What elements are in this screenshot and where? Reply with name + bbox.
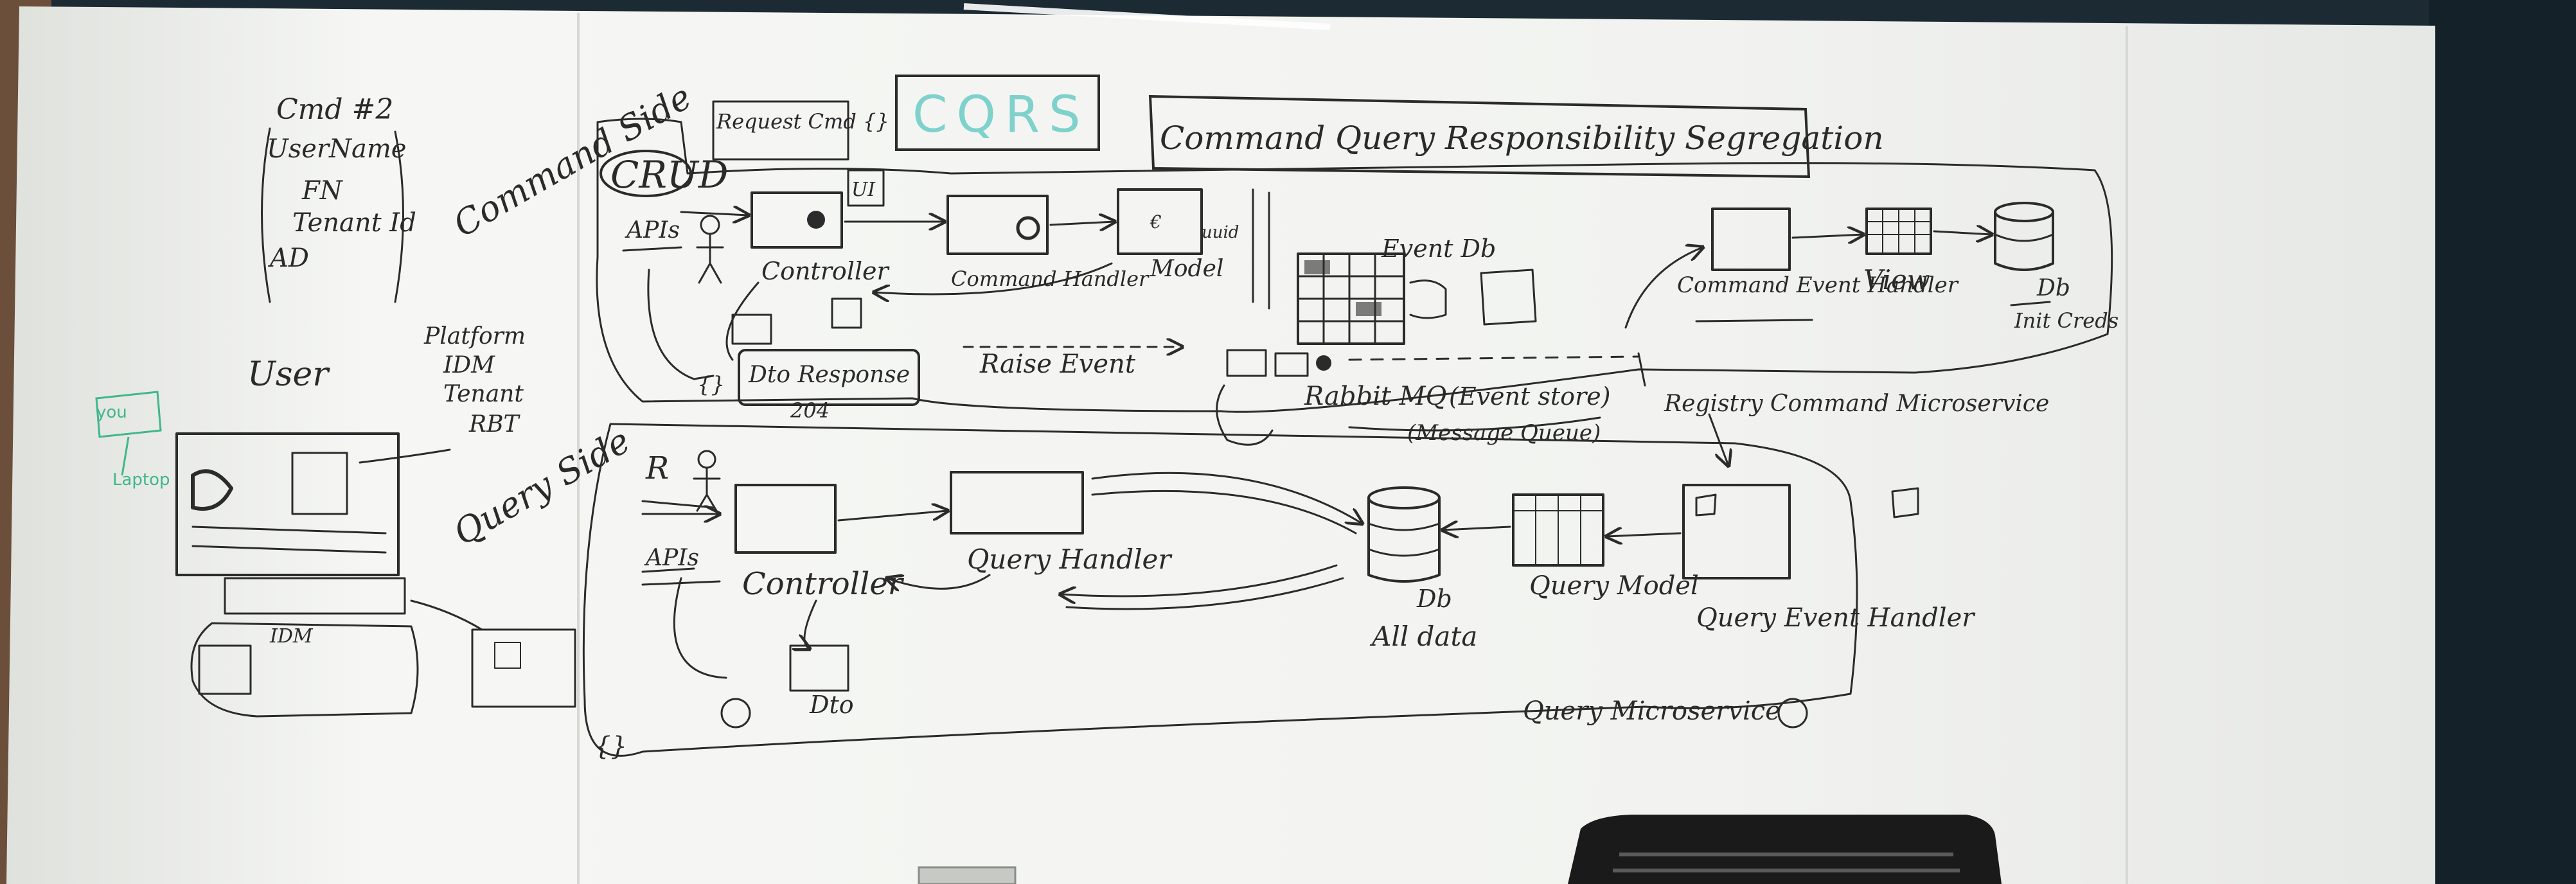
command-event-handler-label: Command Event Handler — [1677, 272, 1959, 298]
query-handler-box — [950, 471, 1084, 535]
model-box — [1117, 188, 1203, 255]
command-event-handler-box — [1711, 208, 1791, 271]
command-db-label: Db — [2036, 275, 2070, 301]
command-side: Command Side Request Cmd {} UI CRUD APIs… — [447, 76, 2119, 466]
cmd-list-item-4: AD — [267, 243, 309, 273]
green-note-1: you — [96, 403, 127, 422]
command-controller-label: Controller — [761, 257, 891, 285]
query-event-handler-box — [1682, 484, 1791, 579]
cqrs-title: CQRS — [912, 86, 1090, 144]
query-db-subtitle: All data — [1369, 621, 1477, 652]
command-apis-label: APIs — [625, 217, 680, 243]
query-stick-figure-icon — [693, 450, 721, 512]
raise-event-label: Raise Event — [979, 349, 1136, 379]
command-handler-box — [946, 195, 1049, 255]
green-note-2: Laptop — [112, 470, 170, 490]
dto-response-box — [738, 349, 920, 406]
command-db-icon — [1994, 202, 2054, 271]
title-long: Command Query Responsibility Segregation — [1160, 119, 1884, 157]
query-controller-label: Controller — [742, 566, 905, 602]
cqrs-title-box — [895, 75, 1100, 151]
cmd-list-item-2: FN — [301, 176, 344, 206]
query-db-icon — [1367, 486, 1441, 583]
message-queue-label: (Message Queue) — [1407, 420, 1601, 446]
query-apis-label: APIs — [644, 545, 699, 571]
request-box-label: Request Cmd {} — [716, 109, 889, 134]
dto-box — [789, 644, 849, 692]
platform-line-2: IDM — [443, 352, 495, 378]
dto-label: Dto — [809, 691, 854, 719]
cmd-list-item-1: UserName — [267, 134, 406, 164]
status-code: 204 — [790, 398, 830, 423]
crud-bubble — [600, 150, 692, 197]
query-microservice-label: Query Microservice — [1523, 696, 1781, 726]
query-controller-box — [734, 484, 837, 554]
query-handler-label: Query Handler — [967, 544, 1173, 575]
cmd-list-item-3: Tenant Id — [292, 208, 416, 238]
left-notes: Cmd #2 UserName FN Tenant Id AD User Pla… — [95, 93, 576, 718]
command-microservice-label: Registry Command Microservice — [1664, 391, 2049, 417]
platform-line-3: Tenant — [443, 381, 524, 407]
request-box — [712, 100, 849, 161]
light-reflection — [963, 3, 1331, 30]
user-label: User — [247, 355, 330, 394]
query-model-label: Query Model — [1529, 571, 1699, 601]
dto-response-label: Dto Response — [748, 362, 910, 388]
command-side-boundary — [596, 118, 2113, 413]
command-braces: {} — [697, 372, 725, 398]
event-db-label: Event Db — [1381, 234, 1496, 263]
uuid-label: uuid — [1202, 223, 1239, 242]
command-handler-label: Command Handler — [951, 267, 1150, 291]
cup — [918, 866, 1017, 884]
title-long-box — [1148, 94, 1811, 179]
whiteboard-surface — [6, 6, 2435, 884]
query-braces: {} — [594, 732, 627, 761]
command-controller-box — [751, 191, 843, 249]
platform-line-4: RBT — [468, 411, 521, 438]
command-db-subtitle: Init Creds — [2014, 308, 2119, 333]
view-label: View — [1863, 264, 1930, 296]
stick-figure-icon — [696, 215, 724, 284]
event-store-label: (Event store) — [1449, 382, 1610, 411]
idm-box-label: IDM — [269, 625, 314, 648]
crud-label: CRUD — [610, 153, 728, 197]
ui-box — [847, 169, 885, 207]
rabbit-mq-label: Rabbit MQ — [1304, 382, 1446, 411]
chair-back — [1568, 815, 2002, 884]
query-event-handler-label: Query Event Handler — [1696, 603, 1976, 633]
cmd-list-header: Cmd #2 — [276, 93, 393, 126]
platform-line-1: Platform — [423, 323, 526, 349]
query-r-label: R — [645, 450, 669, 486]
model-glyph: € — [1150, 211, 1162, 233]
ui-box-label: UI — [851, 179, 876, 201]
device-sketch: IDM — [175, 432, 419, 718]
query-side-boundary — [582, 423, 1858, 757]
model-label: Model — [1150, 256, 1223, 282]
query-db-label: Db — [1416, 585, 1452, 613]
title-area: CQRS Command Query Responsibility Segreg… — [895, 75, 1884, 179]
